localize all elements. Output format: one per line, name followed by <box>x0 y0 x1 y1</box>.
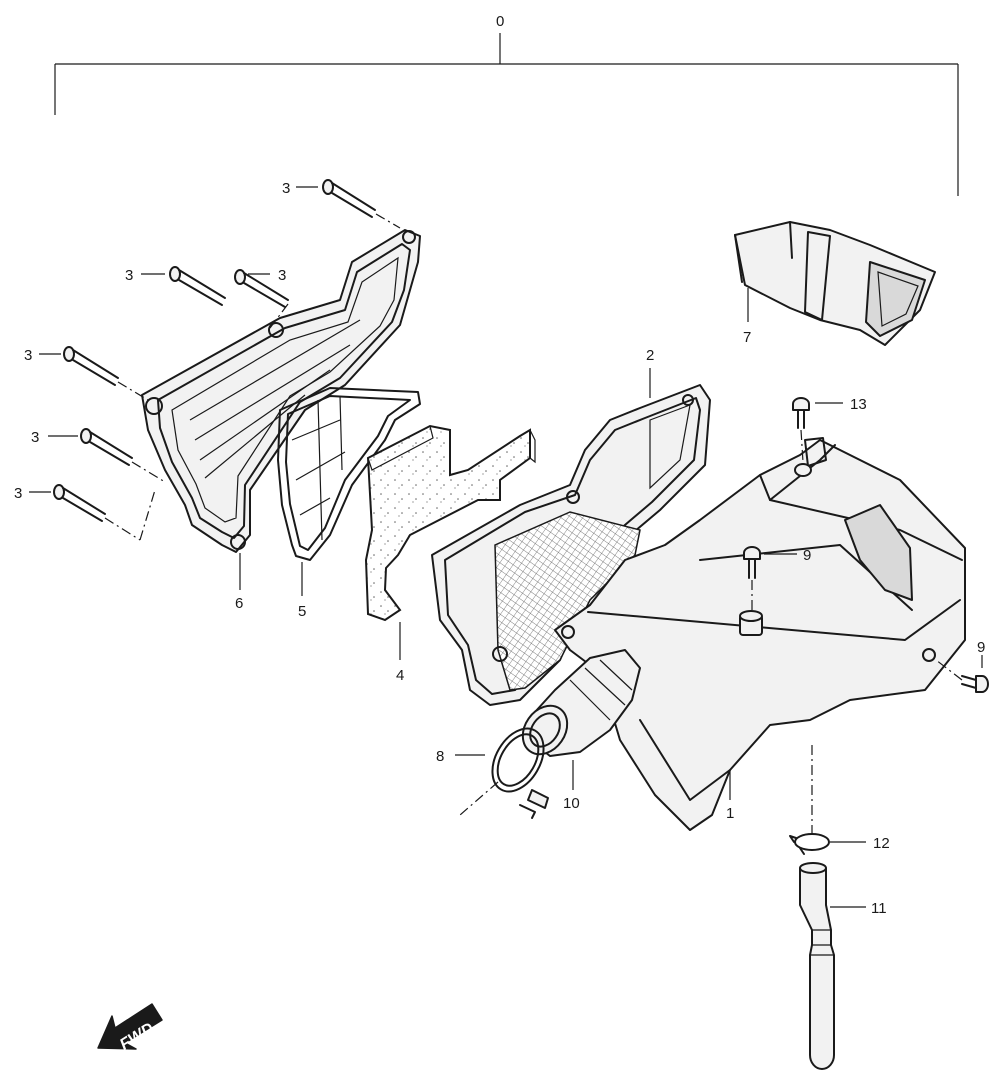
bolt-2 <box>169 266 226 306</box>
screw-13 <box>792 397 810 463</box>
callout-1: 1 <box>726 805 734 822</box>
circlip <box>789 745 830 855</box>
callout-0: 0 <box>496 13 504 30</box>
bolt-1 <box>322 179 401 229</box>
bolt-3 <box>234 269 289 329</box>
filter-gasket-frame <box>277 387 421 561</box>
callout-6: 6 <box>235 595 243 612</box>
bolt-6 <box>53 484 156 541</box>
callout-3: 3 <box>14 485 22 502</box>
callout-13: 13 <box>850 396 867 413</box>
callout-8: 8 <box>436 748 444 765</box>
bolt-set <box>53 179 401 541</box>
screw-9-side <box>935 659 989 693</box>
callout-3: 3 <box>278 267 286 284</box>
hose-clamp <box>459 727 549 819</box>
leader-lines <box>29 186 983 908</box>
air-cleaner-cover <box>141 229 421 553</box>
callout-2: 2 <box>646 347 654 364</box>
callout-4: 4 <box>396 667 404 684</box>
drain-tube <box>799 862 835 1070</box>
bolt-5 <box>80 428 166 483</box>
intake-duct <box>734 221 936 346</box>
callout-11: 11 <box>871 900 887 917</box>
callout-7: 7 <box>743 329 751 346</box>
callout-9: 9 <box>803 547 811 564</box>
element-housing <box>431 384 711 706</box>
callout-3: 3 <box>31 429 39 446</box>
callout-labels: 0 3 3 3 3 3 3 6 5 4 2 7 13 9 9 8 10 1 12… <box>14 13 985 917</box>
callout-3: 3 <box>282 180 290 197</box>
forward-direction-arrow: FWD <box>97 1003 163 1054</box>
callout-5: 5 <box>298 603 306 620</box>
air-cleaner-case <box>554 437 966 831</box>
bolt-4 <box>63 346 149 401</box>
callout-10: 10 <box>563 795 580 812</box>
assembly-bracket <box>54 33 959 196</box>
callout-12: 12 <box>873 835 890 852</box>
screw-9-top <box>743 546 761 612</box>
callout-3: 3 <box>125 267 133 284</box>
callout-9: 9 <box>977 639 985 656</box>
foam-filter-element <box>364 424 536 622</box>
callout-3: 3 <box>24 347 32 364</box>
